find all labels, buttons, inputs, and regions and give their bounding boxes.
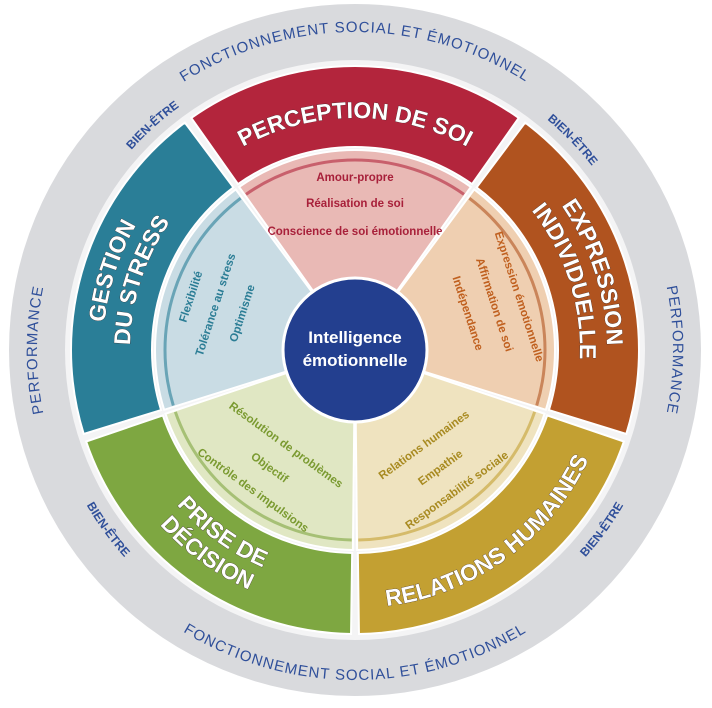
sector-band-relations-humaines bbox=[356, 414, 626, 635]
ring-label-left-path: PERFORMANCE bbox=[24, 284, 46, 416]
ring-label-right: PERFORMANCE bbox=[663, 284, 686, 416]
ring-label-left: PERFORMANCE bbox=[24, 284, 47, 416]
sector-band-prise-de-decision bbox=[84, 414, 354, 635]
competency-label: Amour-propre bbox=[316, 172, 393, 184]
ring-label-right-path: PERFORMANCE bbox=[663, 284, 685, 416]
center-label-line1: Intelligence bbox=[308, 328, 402, 347]
sector-inner-arc bbox=[163, 197, 242, 406]
sector-band-gestion-du-stress bbox=[70, 121, 235, 436]
center-label-line2: émotionnelle bbox=[303, 351, 408, 370]
sector-inner-arc bbox=[468, 197, 547, 406]
competency-label: Réalisation de soi bbox=[306, 198, 404, 210]
sector-inner-arc bbox=[173, 411, 352, 542]
sector-band-perception-de-soi bbox=[189, 65, 521, 186]
sector-relations-humaines: Relations humainesEmpathieResponsabilité… bbox=[354, 371, 626, 635]
sector-inner-arc bbox=[358, 411, 537, 542]
center-circle bbox=[281, 276, 429, 424]
sector-band-expression-individuelle bbox=[475, 121, 640, 436]
sector-inner-arc bbox=[245, 158, 465, 196]
competency-label: Conscience de soi émotionnelle bbox=[267, 226, 442, 238]
sector-prise-de-decision: Résolution de problèmesObjectifContrôle … bbox=[84, 371, 356, 635]
